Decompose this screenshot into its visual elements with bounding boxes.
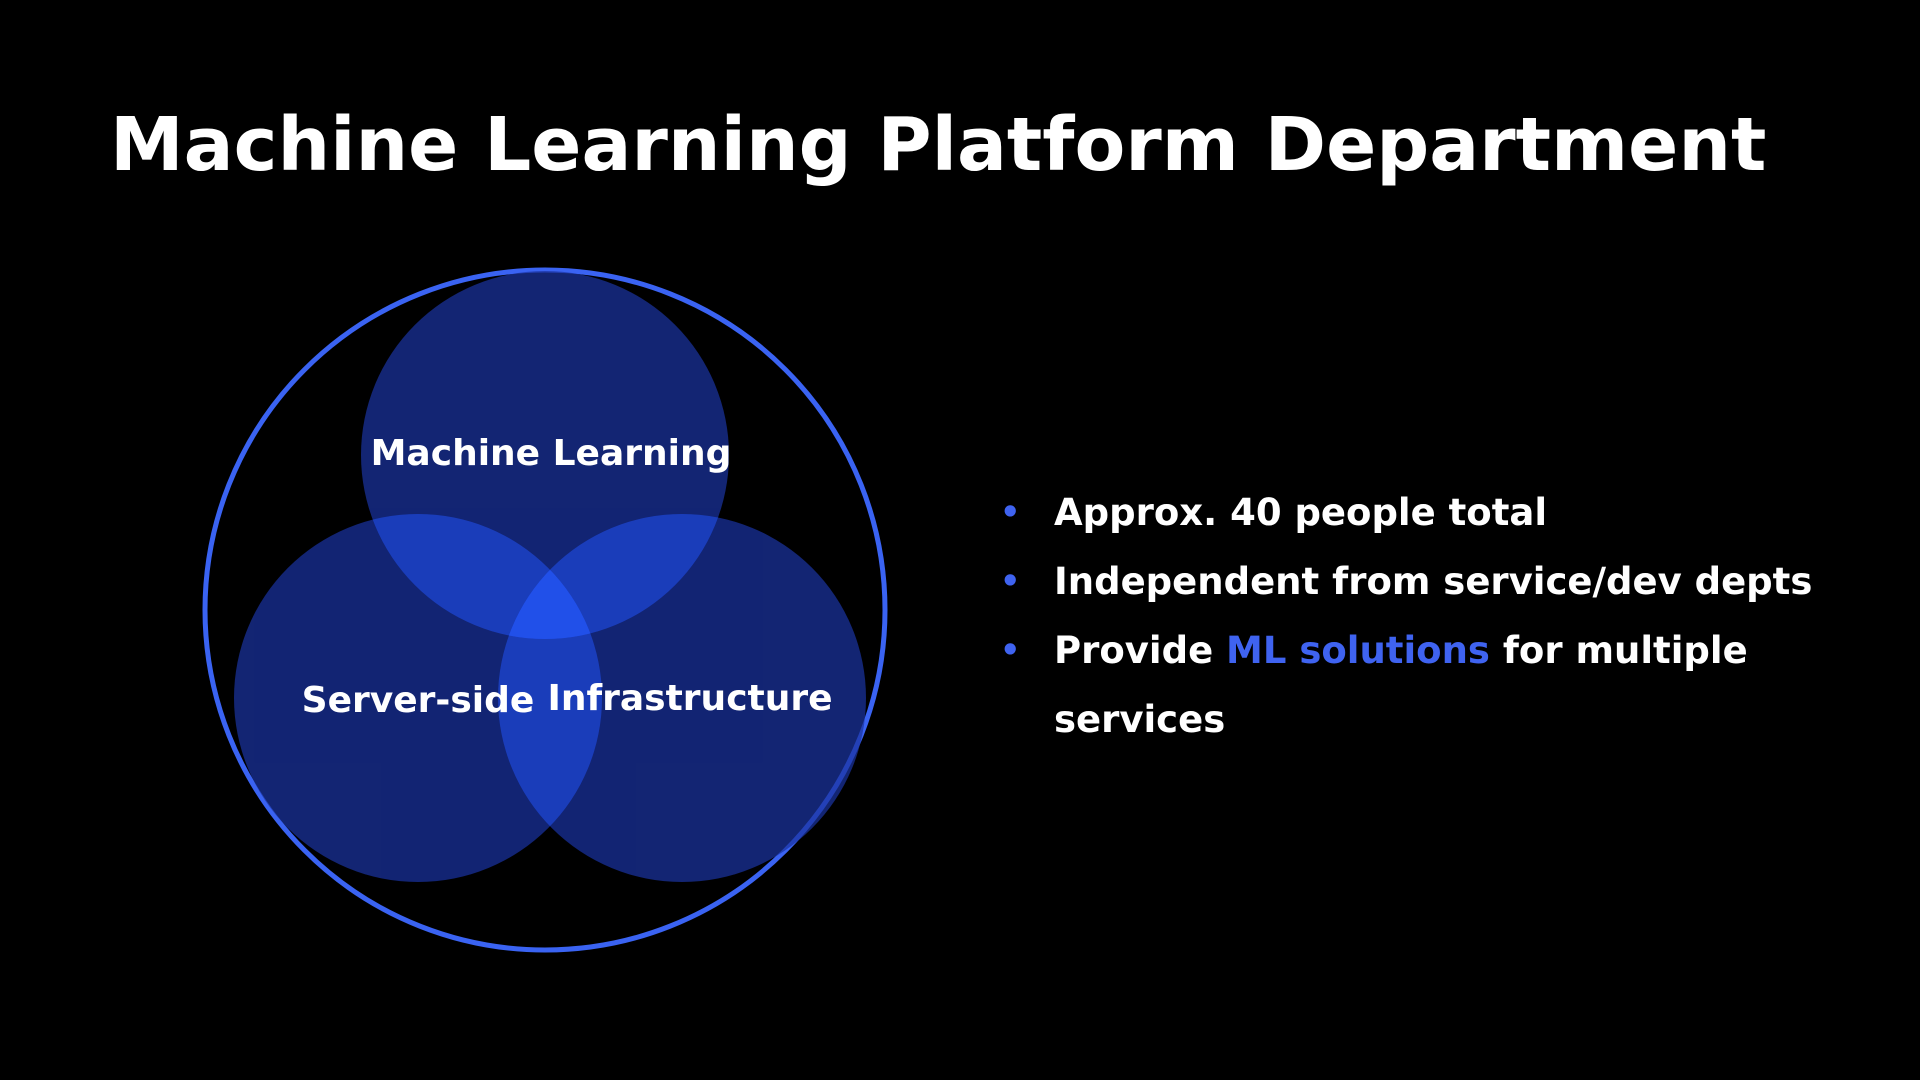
label-machine-learning: Machine Learning [371, 433, 732, 474]
bullet-list: • Approx. 40 people total • Independent … [992, 478, 1812, 754]
bullet-text: Approx. 40 people total [1054, 491, 1548, 534]
bullet-text-before: Provide [1054, 629, 1227, 672]
bullet-dot-icon: • [1000, 631, 1021, 669]
bullet-dot-icon: • [1000, 493, 1021, 531]
bullet-dot-icon: • [1000, 562, 1021, 600]
overlap-ml-server [361, 514, 602, 639]
outer-ring [202, 267, 888, 953]
bullet-highlight: ML solutions [1226, 629, 1490, 672]
label-server-side: Server-side [302, 680, 535, 721]
bullet-item-ml-solutions: • Provide ML solutions for multiple serv… [992, 616, 1812, 754]
bullet-text: Independent from service/dev depts [1054, 560, 1813, 603]
bullet-item-independent: • Independent from service/dev depts [992, 547, 1812, 616]
label-infrastructure: Infrastructure [547, 678, 832, 719]
bullet-item-headcount: • Approx. 40 people total [992, 478, 1812, 547]
bullet-text-after: for multiple services [1054, 629, 1748, 741]
overlap-ml-infra [498, 514, 729, 639]
slide-title: Machine Learning Platform Department [110, 102, 1767, 188]
